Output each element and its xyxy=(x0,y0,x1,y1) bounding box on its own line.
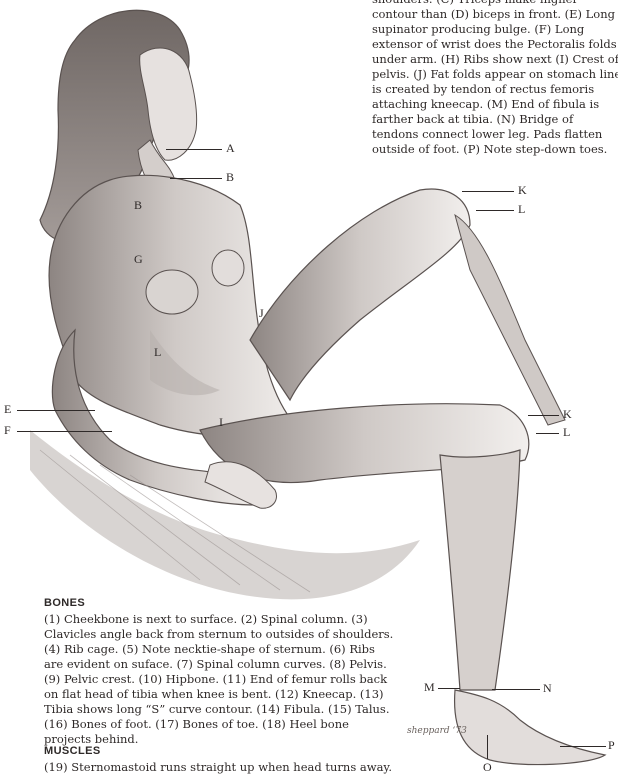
bones-heading: BONES xyxy=(44,596,394,611)
breast-shape-right xyxy=(212,250,244,286)
leader-f xyxy=(17,431,112,432)
leader-e xyxy=(17,410,95,411)
label-i: I xyxy=(219,415,223,430)
label-l-upper: L xyxy=(518,202,525,217)
bones-section: BONES (1) Cheekbone is next to surface. … xyxy=(44,596,394,753)
label-k-upper: K xyxy=(518,183,527,198)
leader-n xyxy=(492,689,540,690)
raised-shin-shape xyxy=(455,215,565,425)
leader-m xyxy=(438,688,460,689)
artist-signature: sheppard ‘73 xyxy=(407,726,467,736)
muscles-heading: MUSCLES xyxy=(44,744,394,759)
leader-l-lower xyxy=(536,433,559,434)
bones-text: (1) Cheekbone is next to surface. (2) Sp… xyxy=(44,612,394,747)
muscles-section: MUSCLES (19) Sternomastoid runs straight… xyxy=(44,744,394,775)
leader-k-lower xyxy=(528,415,559,416)
label-k-lower: K xyxy=(563,407,572,422)
label-n: N xyxy=(543,681,552,696)
leader-l-upper xyxy=(476,210,514,211)
label-p: P xyxy=(608,738,615,753)
label-a: A xyxy=(226,141,235,156)
label-l-lower: L xyxy=(563,425,570,440)
leader-a xyxy=(166,149,222,150)
label-g: G xyxy=(134,252,143,267)
label-b-chest: B xyxy=(134,198,142,213)
breast-shape xyxy=(146,270,198,314)
label-b-neck: B xyxy=(226,170,234,185)
leader-b-neck xyxy=(170,178,222,179)
leader-o xyxy=(487,735,488,759)
label-l-torso: L xyxy=(154,345,161,360)
leader-k-upper xyxy=(462,191,514,192)
top-caption: shoulders. (C) Triceps make higher conto… xyxy=(372,0,618,157)
muscles-text: (19) Sternomastoid runs straight up when… xyxy=(44,760,394,775)
raised-thigh-shape xyxy=(250,189,470,400)
leader-p xyxy=(560,746,606,747)
label-e: E xyxy=(4,402,11,417)
label-f: F xyxy=(4,423,11,438)
label-o: O xyxy=(483,760,492,775)
lower-shin-shape xyxy=(440,450,520,690)
label-j: J xyxy=(259,306,264,321)
label-m: M xyxy=(424,680,435,695)
foot-shape xyxy=(455,690,605,765)
